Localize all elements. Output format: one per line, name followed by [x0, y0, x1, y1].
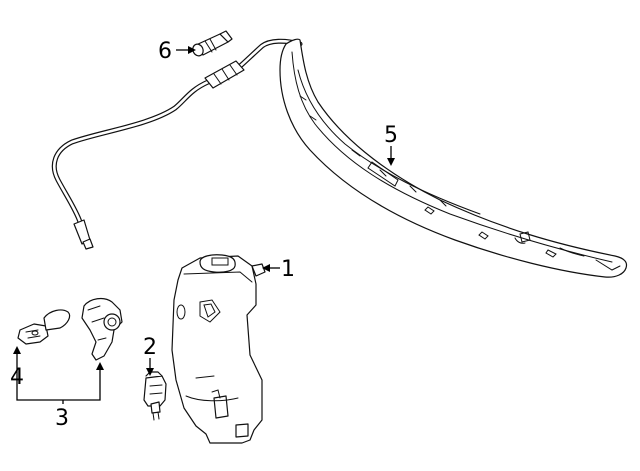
washer-pump-part-2: [143, 371, 167, 421]
callout-2: 2: [143, 335, 157, 360]
washer-reservoir-part-1: [171, 254, 266, 444]
washer-hose: [51, 38, 303, 250]
nozzle-bracket-part-3: [81, 297, 123, 361]
cowl-panel-part-5: [279, 38, 628, 278]
callout-6: 6: [158, 39, 172, 64]
callout-3: 3: [55, 406, 69, 431]
callout-5: 5: [384, 123, 398, 148]
callout-1: 1: [281, 257, 295, 282]
callout-4: 4: [10, 365, 24, 390]
leader-lines: [13, 46, 395, 404]
connector-part-6: [192, 30, 233, 57]
washer-nozzle-part-4: [17, 309, 71, 345]
